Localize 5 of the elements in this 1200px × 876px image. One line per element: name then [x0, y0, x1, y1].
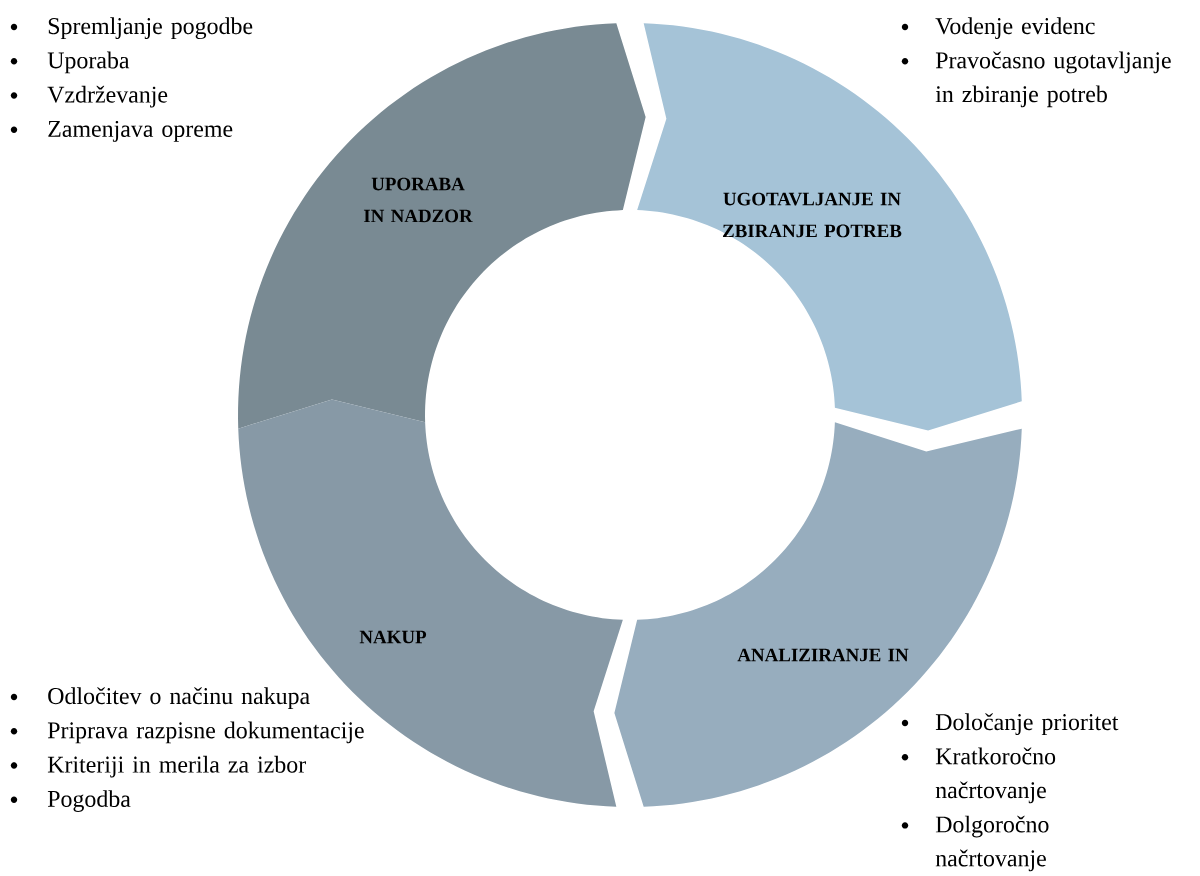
bullet-item: Dolgoročno načrtovanje: [901, 815, 1049, 872]
bullet-item: Uporaba: [10, 51, 130, 74]
bullet-item: Pogodba: [10, 790, 131, 812]
bullet-item: Zamenjava opreme: [10, 120, 233, 142]
bullet-item: Vzdrževanje: [10, 85, 168, 108]
